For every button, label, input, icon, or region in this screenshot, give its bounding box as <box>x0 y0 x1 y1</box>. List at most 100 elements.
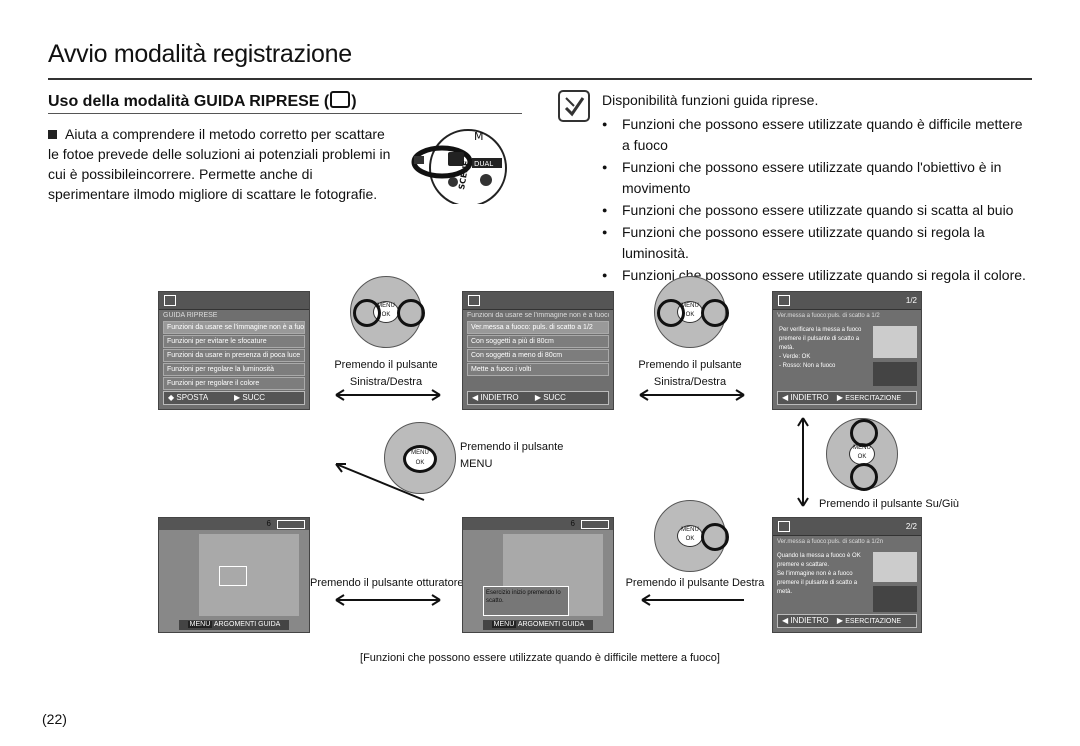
shot-count: 6 <box>570 519 575 528</box>
subtitle-text: Uso della modalità GUIDA RIPRESE ( <box>48 93 330 110</box>
arrow-left-right-icon <box>639 389 745 401</box>
arrow-diagonal-icon <box>335 463 425 501</box>
menu-item[interactable]: Funzioni da usare se l'immagine non è a … <box>163 321 305 334</box>
menu-badge: MENU <box>491 621 517 628</box>
guide-icon <box>330 91 351 108</box>
screen-footer: ◀ INDIETRO ▶ ESERCITAZIONE <box>777 614 917 628</box>
mode-dial: M SCENE DUAL <box>408 124 518 207</box>
shot-count: 6 <box>266 519 271 528</box>
pad-ok-label: OK <box>685 312 695 318</box>
caption-right: Premendo il pulsante Destra <box>625 577 765 589</box>
arrow-up-down-icon <box>797 417 809 507</box>
menu-title: Funzioni da usare se l'immagine non è a … <box>467 312 609 319</box>
tip-text: Per verificare la messa a fuoco premere … <box>779 326 869 371</box>
screen-guide-menu: GUIDA RIPRESE Funzioni da usare se l'imm… <box>158 291 310 410</box>
pad-menu-label: MENU <box>853 445 871 451</box>
menu-item[interactable]: Funzioni per regolare il colore <box>163 377 305 390</box>
tip-line: - Verde: OK <box>779 354 811 360</box>
subtitle-rule <box>48 113 522 114</box>
pad-menu-label: MENU <box>377 303 395 309</box>
dial-label-m: M <box>474 130 484 143</box>
tip-header: Ver.messa a fuoco:puls. di scatto a 1/2n <box>777 539 884 545</box>
caption-lr-2: Sinistra/Destra <box>653 376 727 388</box>
battery-icon <box>277 520 305 529</box>
menu-item[interactable]: Ver.messa a fuoco: puls. di scatto a 1/2 <box>467 321 609 334</box>
footer-left: INDIETRO <box>480 393 519 402</box>
subtitle-end: ) <box>351 93 357 110</box>
list-item: Funzioni che possono essere utilizzate q… <box>602 200 1032 221</box>
control-pad[interactable]: MENU OK <box>350 276 425 348</box>
pad-menu-label: MENU <box>681 303 699 309</box>
page-title: Avvio modalità registrazione <box>48 40 352 68</box>
menu-item[interactable]: Funzioni da usare in presenza di poca lu… <box>163 349 305 362</box>
footer-left: INDIETRO <box>790 616 829 625</box>
guide-icon <box>164 295 176 306</box>
caption-lr-1: Premendo il pulsante <box>638 359 742 371</box>
menu-item[interactable]: Mette a fuoco i volti <box>467 363 609 376</box>
photo-status-bar: 6 <box>463 518 613 530</box>
guide-icon <box>778 521 790 532</box>
pad-ok-label: OK <box>857 454 867 460</box>
caption-updown: Premendo il pulsante Su/Giù <box>818 498 960 510</box>
photo-status-bar: 6 <box>159 518 309 530</box>
control-pad[interactable]: MENU OK <box>654 500 729 572</box>
caption-menu-2: MENU <box>460 458 493 470</box>
caption-lr-1: Premendo il pulsante <box>334 359 438 371</box>
dial-label-dual: DUAL <box>474 160 493 168</box>
screen-focus-tip-1: 1/2 Ver.messa a fuoco:puls. di scatto a … <box>772 291 922 410</box>
square-bullet-icon <box>48 130 57 139</box>
tip-body: Se l'immagine non è a fuoco premere il p… <box>777 571 858 595</box>
pad-menu-label: MENU <box>411 450 429 456</box>
exercise-popup: Esercizio inizio premendo lo scatto. <box>483 586 569 616</box>
pad-ok-label: OK <box>381 312 391 318</box>
caption-menu-1: Premendo il pulsante <box>460 441 564 453</box>
menu-badge: MENU <box>187 621 213 628</box>
section-subtitle: Uso della modalità GUIDA RIPRESE () <box>48 91 357 111</box>
screen-footer: ◀ INDIETRO ▶ ESERCITAZIONE <box>777 391 917 405</box>
photo-footer: MENU ARGOMENTI GUIDA <box>179 620 289 630</box>
title-rule <box>48 78 1032 80</box>
function-list: Funzioni che possono essere utilizzate q… <box>602 114 1032 287</box>
arrow-left-icon <box>641 594 744 606</box>
list-item: Funzioni che possono essere utilizzate q… <box>602 265 1032 286</box>
screen-footer: ◀ INDIETRO ▶ SUCC <box>467 391 609 405</box>
tip-image <box>873 552 917 582</box>
menu-item[interactable]: Funzioni per evitare le sfocature <box>163 335 305 348</box>
tip-image <box>873 326 917 358</box>
menu-title: GUIDA RIPRESE <box>163 312 218 319</box>
control-pad[interactable]: MENU OK <box>654 276 729 348</box>
footer-right: ESERCITAZIONE <box>845 618 902 625</box>
screen-focus-menu: Funzioni da usare se l'immagine non è a … <box>462 291 614 410</box>
photo-footer-label: ARGOMENTI GUIDA <box>213 621 281 628</box>
footer-right: SUCC <box>543 393 566 402</box>
menu-item[interactable]: Con soggetti a meno di 80cm <box>467 349 609 362</box>
screen-focus-tip-2: 2/2 Ver.messa a fuoco:puls. di scatto a … <box>772 517 922 633</box>
guide-icon <box>778 295 790 306</box>
pad-ok-label: OK <box>685 536 695 542</box>
photo-footer-label: ARGOMENTI GUIDA <box>517 621 585 628</box>
footer-right: SUCC <box>242 393 266 402</box>
screen-header <box>159 292 309 310</box>
menu-item[interactable]: Funzioni per regolare la luminosità <box>163 363 305 376</box>
list-item: Funzioni che possono essere utilizzate q… <box>602 114 1032 156</box>
focus-frame <box>219 566 247 586</box>
note-icon <box>558 90 590 122</box>
preview-photo: 6 Esercizio inizio premendo lo scatto. M… <box>462 517 614 633</box>
tip-header: Ver.messa a fuoco:puls. di scatto a 1/2 <box>777 313 880 319</box>
tip-line: - Rosso: Non a fuoco <box>779 363 836 369</box>
caption-shutter: Premendo il pulsante otturatore <box>310 577 464 589</box>
footer-left: SPOSTA <box>176 393 208 402</box>
photo-footer: MENU ARGOMENTI GUIDA <box>483 620 593 630</box>
footer-left: INDIETRO <box>790 393 829 402</box>
figure-caption: [Funzioni che possono essere utilizzate … <box>360 652 720 664</box>
intro-paragraph: Aiuta a comprendere il metodo corretto p… <box>48 124 398 204</box>
footer-right: ESERCITAZIONE <box>845 395 902 402</box>
tip-image <box>873 586 917 612</box>
screen-header: 1/2 <box>773 292 921 310</box>
availability-heading: Disponibilità funzioni guida riprese. <box>602 92 819 108</box>
pad-menu-label: MENU <box>681 527 699 533</box>
tip-text: Quando la messa a fuoco è OK premere e s… <box>777 552 869 597</box>
control-pad[interactable]: MENU OK <box>826 418 898 491</box>
menu-item[interactable]: Con soggetti a più di 80cm <box>467 335 609 348</box>
